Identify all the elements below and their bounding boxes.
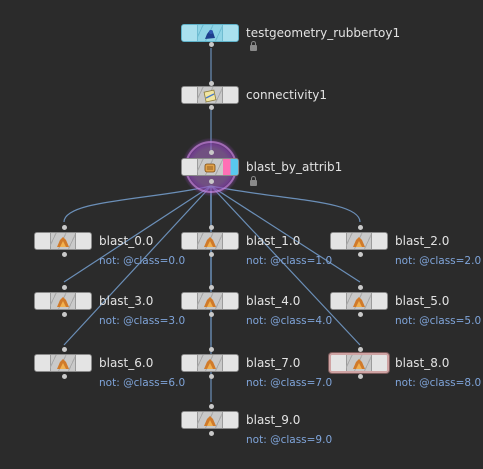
blast-icon [55,356,71,371]
node-comment: not: @class=1.0 [246,255,333,267]
node-comment: not: @class=7.0 [246,377,333,389]
lock-icon [250,41,257,51]
wire [63,185,212,346]
node-label: blast_8.0 [395,356,450,370]
input-connector[interactable] [358,225,363,230]
wire [210,185,361,346]
input-connector[interactable] [209,404,214,409]
rubber-toy-icon [202,26,218,41]
input-connector[interactable] [209,225,214,230]
node-comment: not: @class=4.0 [246,315,333,327]
node-blast-4[interactable] [181,292,239,310]
node-label: blast_0.0 [99,234,154,248]
blast-icon [202,413,218,428]
wire [210,185,361,283]
node-label: blast_3.0 [99,294,154,308]
node-comment: not: @class=2.0 [395,255,482,267]
input-connector[interactable] [62,225,67,230]
wire [210,185,361,223]
node-blast-3[interactable] [34,292,92,310]
node-comment: not: @class=8.0 [395,377,482,389]
node-label: blast_4.0 [246,294,301,308]
node-blast-by-attrib[interactable] [181,158,239,176]
node-label: blast_5.0 [395,294,450,308]
node-connectivity[interactable] [181,86,239,104]
blast-icon [55,234,71,249]
output-connector[interactable] [209,42,214,47]
output-connector[interactable] [209,431,214,436]
blast-attrib-icon [202,160,218,175]
output-connector[interactable] [209,179,214,184]
node-blast-5[interactable] [330,292,388,310]
node-blast-0[interactable] [34,232,92,250]
blast-icon [202,356,218,371]
node-blast-2[interactable] [330,232,388,250]
node-blast-8[interactable] [329,353,389,373]
blast-icon [202,234,218,249]
wire [63,185,212,283]
connectivity-icon [202,88,218,103]
output-connector[interactable] [209,252,214,257]
input-connector[interactable] [62,347,67,352]
lock-icon [250,176,257,186]
node-blast-1[interactable] [181,232,239,250]
node-comment: not: @class=9.0 [246,434,333,446]
node-blast-9[interactable] [181,411,239,429]
node-comment: not: @class=6.0 [99,377,186,389]
node-label: testgeometry_rubbertoy1 [246,26,401,40]
node-blast-6[interactable] [34,354,92,372]
node-testgeometry[interactable] [181,24,239,42]
node-comment: not: @class=3.0 [99,315,186,327]
output-connector[interactable] [358,374,363,379]
output-connector[interactable] [209,312,214,317]
display-flag[interactable] [223,159,238,175]
input-connector[interactable] [358,347,363,352]
output-connector[interactable] [358,312,363,317]
node-blast-7[interactable] [181,354,239,372]
input-connector[interactable] [358,285,363,290]
node-comment: not: @class=0.0 [99,255,186,267]
node-label: blast_9.0 [246,413,301,427]
output-connector[interactable] [358,252,363,257]
node-label: blast_7.0 [246,356,301,370]
wire [63,185,212,223]
blast-icon [351,356,367,371]
input-connector[interactable] [62,285,67,290]
node-label: blast_6.0 [99,356,154,370]
output-connector[interactable] [62,374,67,379]
input-connector[interactable] [209,81,214,86]
input-connector[interactable] [209,285,214,290]
node-comment: not: @class=5.0 [395,315,482,327]
node-label: blast_by_attrib1 [246,160,343,174]
output-connector[interactable] [209,105,214,110]
blast-icon [55,294,71,309]
output-connector[interactable] [62,252,67,257]
node-label: blast_1.0 [246,234,301,248]
node-label: blast_2.0 [395,234,450,248]
output-connector[interactable] [62,312,67,317]
output-connector[interactable] [209,374,214,379]
input-connector[interactable] [209,347,214,352]
node-label: connectivity1 [246,88,328,102]
blast-icon [351,234,367,249]
blast-icon [202,294,218,309]
blast-icon [351,294,367,309]
input-connector[interactable] [209,150,214,155]
